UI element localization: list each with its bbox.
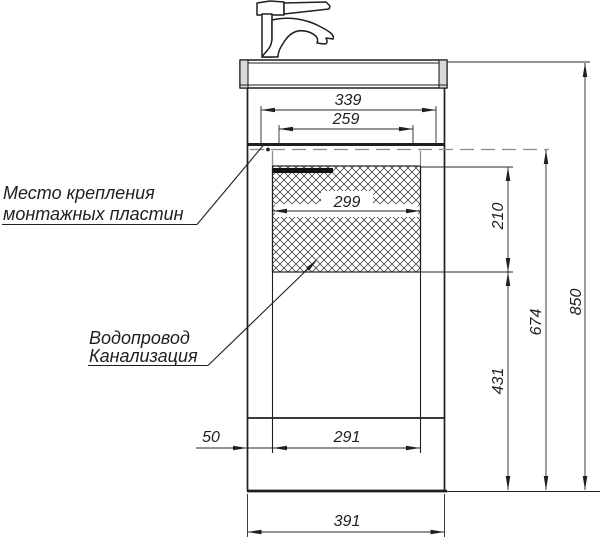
sink-rim	[239, 59, 448, 89]
sink-left-cap	[239, 59, 249, 89]
arrowhead	[273, 445, 287, 451]
plumbing-label-line2: Канализация	[89, 346, 198, 366]
arrowhead	[233, 445, 247, 451]
arrowhead	[505, 167, 511, 181]
sink	[239, 59, 448, 89]
leader-dot	[266, 147, 270, 152]
arrowhead	[582, 476, 588, 490]
arrowhead	[430, 529, 445, 535]
dim-value-339: 339	[335, 92, 362, 109]
faucet	[256, 0, 335, 58]
dim-391: 391	[247, 494, 445, 537]
faucet-body-spout	[261, 17, 335, 58]
dim-value-299: 299	[333, 194, 361, 211]
dim-674: 674	[528, 150, 549, 490]
plumbing-callout: Водопровод Канализация	[88, 260, 317, 367]
dim-value-50: 50	[202, 429, 220, 446]
pipe-zone-hatch	[271, 165, 422, 273]
dim-850: 850	[568, 63, 588, 490]
mounting-label-line1: Место крепления	[3, 183, 155, 203]
sink-right-cap	[438, 59, 448, 89]
faucet-handle-knob	[256, 0, 285, 16]
dim-210-431: 210 431	[490, 167, 511, 490]
dim-text-clearance	[321, 191, 373, 210]
dim-299: 299	[273, 194, 420, 214]
leader-line	[196, 144, 265, 225]
arrowhead	[505, 476, 511, 490]
dim-50-291: 50 291	[196, 429, 420, 451]
pipe-zone	[271, 165, 422, 273]
dim-value-259: 259	[332, 111, 360, 128]
arrowhead	[306, 260, 317, 271]
dim-259: 259	[278, 111, 414, 144]
dim-clearance-band	[275, 204, 418, 217]
dim-value-210: 210	[490, 203, 507, 231]
leader-line	[207, 262, 315, 366]
arrowhead	[406, 445, 420, 451]
arrowhead	[422, 107, 436, 113]
cabinet	[246, 88, 549, 491]
arrowhead	[505, 258, 511, 272]
dim-value-850: 850	[568, 289, 585, 316]
arrowhead	[399, 126, 413, 132]
arrowhead	[247, 529, 262, 535]
mounting-label-line2: монтажных пластин	[3, 204, 184, 224]
arrowhead	[261, 107, 275, 113]
arrowhead	[543, 150, 549, 164]
dim-value-674: 674	[528, 309, 545, 336]
arrowhead	[505, 272, 511, 286]
arrowhead	[273, 208, 287, 214]
plumbing-label-line1: Водопровод	[89, 328, 190, 348]
dim-value-391: 391	[334, 513, 361, 530]
dim-value-431: 431	[490, 368, 507, 395]
mounting-plates-callout: Место крепления монтажных пластин	[2, 144, 270, 226]
faucet-handle-lever	[283, 1, 331, 15]
arrowhead	[406, 208, 420, 214]
dim-value-291: 291	[333, 429, 361, 446]
arrowhead	[582, 63, 588, 77]
arrowhead	[543, 476, 549, 490]
mounting-plate-bar	[273, 168, 333, 173]
arrowhead	[279, 126, 293, 132]
dim-339: 339	[260, 92, 437, 144]
